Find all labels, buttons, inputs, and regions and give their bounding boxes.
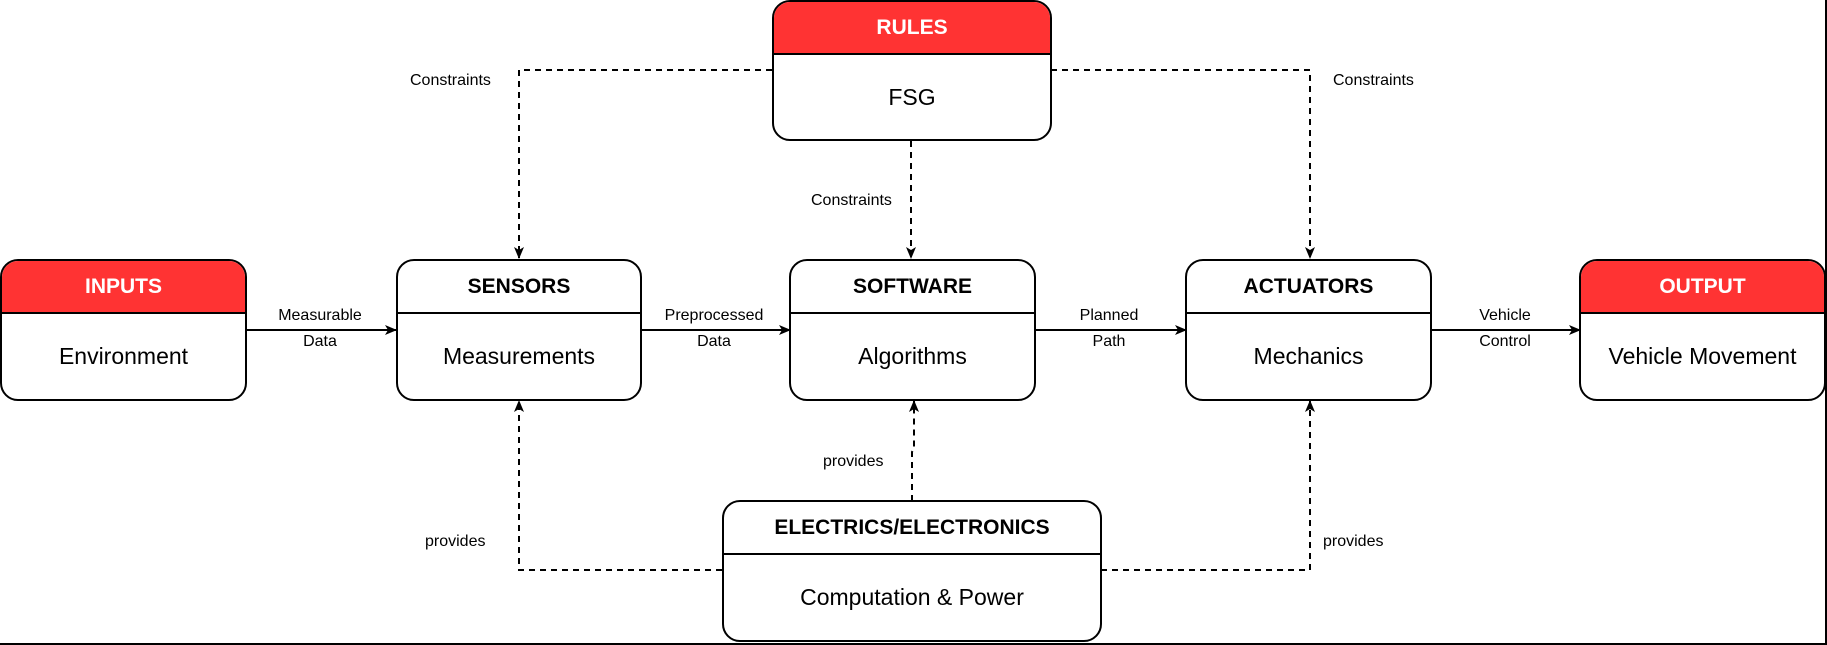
rules-box: RULES FSG: [772, 0, 1052, 141]
electrics-title: ELECTRICS/ELECTRONICS: [724, 502, 1100, 555]
edge-label-vehicle-control: Vehicle Control: [1460, 303, 1550, 355]
arrow-rules-to-actuators: [1051, 69, 1315, 259]
electrics-box: ELECTRICS/ELECTRONICS Computation & Powe…: [722, 500, 1102, 642]
edge-label-line: Control: [1479, 333, 1531, 350]
edge-label-line: Vehicle: [1479, 307, 1531, 324]
edge-label-line: Path: [1092, 333, 1126, 350]
software-box: SOFTWARE Algorithms: [789, 259, 1036, 401]
edge-label-preprocessed-data: Preprocessed Data: [654, 303, 774, 355]
edge-label-provides-right: provides: [1323, 533, 1384, 550]
software-body: Algorithms: [858, 343, 967, 369]
sensors-title: SENSORS: [398, 261, 640, 314]
arrow-rules-to-sensors: [514, 69, 772, 259]
edge-label-constraints-right: Constraints: [1333, 72, 1414, 89]
inputs-body: Environment: [58, 343, 189, 369]
software-title: SOFTWARE: [791, 261, 1034, 314]
edge-label-line: Planned: [1079, 307, 1139, 324]
arrow-electrics-to-software: [909, 400, 919, 501]
output-title: OUTPUT: [1581, 261, 1824, 314]
edge-label-line: Preprocessed: [664, 307, 764, 324]
actuators-title: ACTUATORS: [1187, 261, 1430, 314]
edge-label-constraints-center: Constraints: [811, 192, 892, 209]
arrow-electrics-to-actuators: [1101, 400, 1315, 571]
rules-body: FSG: [888, 83, 936, 110]
electrics-body: Computation & Power: [800, 584, 1024, 610]
edge-label-provides-center: provides: [823, 453, 884, 470]
arrow-electrics-to-sensors: [514, 400, 722, 571]
sensors-box: SENSORS Measurements: [396, 259, 642, 401]
actuators-body: Mechanics: [1253, 343, 1364, 369]
output-body: Vehicle Movement: [1608, 343, 1797, 369]
output-box: OUTPUT Vehicle Movement: [1579, 259, 1826, 401]
edge-label-provides-left: provides: [425, 533, 486, 550]
inputs-title: INPUTS: [2, 261, 245, 314]
inputs-box: INPUTS Environment: [0, 259, 247, 401]
edge-label-line: Measurable: [278, 307, 362, 324]
edge-label-constraints-left: Constraints: [410, 72, 491, 89]
sensors-body: Measurements: [442, 343, 596, 369]
edge-label-line: Data: [697, 333, 731, 350]
actuators-box: ACTUATORS Mechanics: [1185, 259, 1432, 401]
edge-label-planned-path: Planned Path: [1064, 303, 1154, 355]
rules-title: RULES: [774, 2, 1050, 55]
edge-label-line: Data: [303, 333, 337, 350]
edge-label-measurable-data: Measurable Data: [266, 303, 374, 355]
